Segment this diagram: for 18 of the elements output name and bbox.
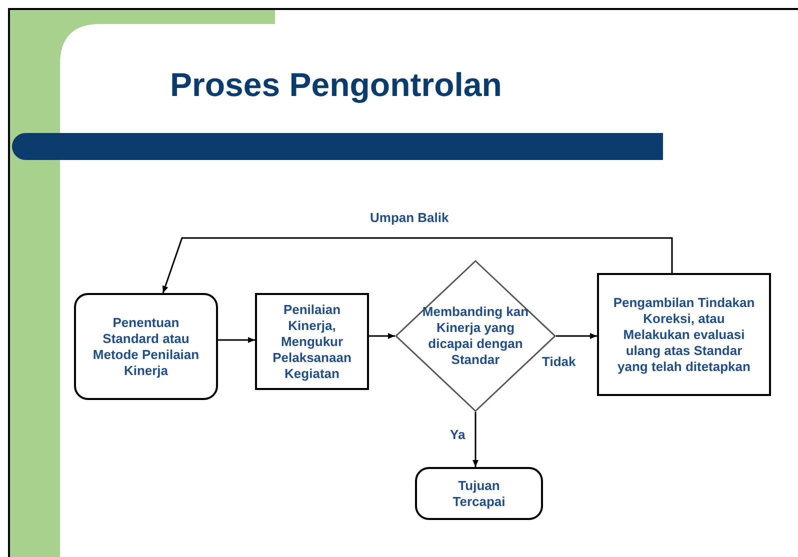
arrow: [472, 412, 478, 467]
end-box: [415, 467, 543, 520]
arrow: [369, 333, 395, 339]
process-box: [255, 293, 369, 390]
node-text: Tujuan Tercapai: [452, 478, 506, 510]
node-text: Membanding kan Kinerja yang dicapai dengan Standar: [422, 304, 530, 368]
edge-label: Ya: [450, 426, 466, 444]
process-box: [597, 273, 771, 396]
start-box: [74, 293, 218, 400]
node-text: Penilaian Kinerja, Mengukur Pelaksanaan Kegiatan: [272, 302, 352, 382]
title: Proses Pengontrolan: [170, 65, 502, 105]
edge-label: Umpan Balik: [370, 209, 449, 227]
edge-label: Tidak: [542, 353, 576, 371]
node-text: Penentuan Standard atau Metode Penilaian Kinerja: [92, 314, 200, 378]
arrow: [556, 333, 597, 339]
arrow: [218, 337, 255, 343]
node-text: Pengambilan Tindakan Koreksi, atau Melakukan evaluasi ulang atas Standar yang telah ditetapkan: [612, 294, 756, 374]
arrow: [162, 237, 673, 294]
